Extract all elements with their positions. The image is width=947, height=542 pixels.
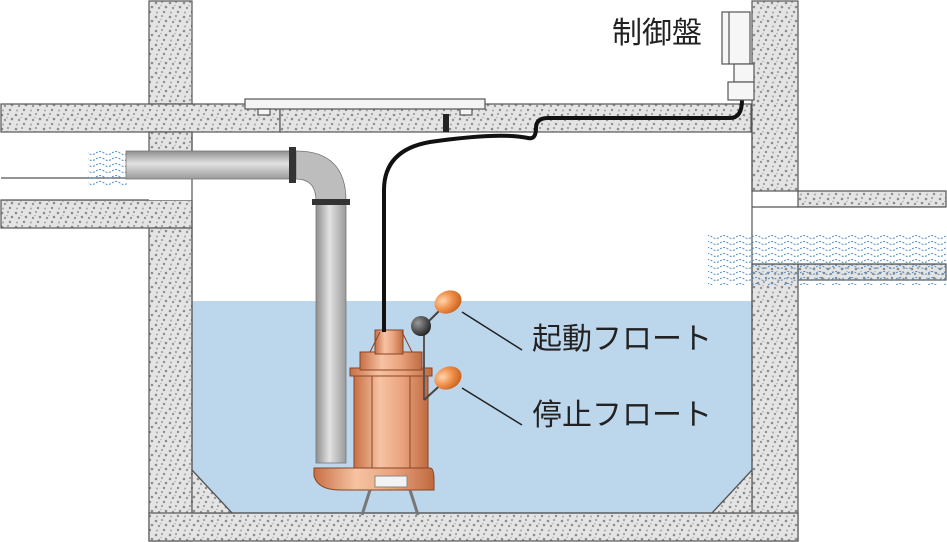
- stop-float-leader: [461, 387, 523, 426]
- stop-float-label: 停止フロート: [532, 398, 712, 433]
- start-float-icon: [434, 290, 462, 314]
- submersible-pump: [313, 329, 435, 516]
- weight-ball-icon: [411, 316, 431, 336]
- control-panel-label: 制御盤: [612, 16, 702, 51]
- cable-gland: [443, 114, 449, 132]
- pump-power-cable: [382, 72, 744, 332]
- stop-float-icon: [434, 366, 462, 390]
- start-float-label: 起動フロート: [532, 322, 712, 357]
- discharge-pipe: [125, 147, 350, 464]
- outflow-water: [708, 233, 946, 285]
- manhole-cover: [244, 98, 486, 116]
- inflow-water: [88, 150, 128, 186]
- control-panel: [721, 11, 755, 101]
- start-float-leader: [461, 311, 523, 351]
